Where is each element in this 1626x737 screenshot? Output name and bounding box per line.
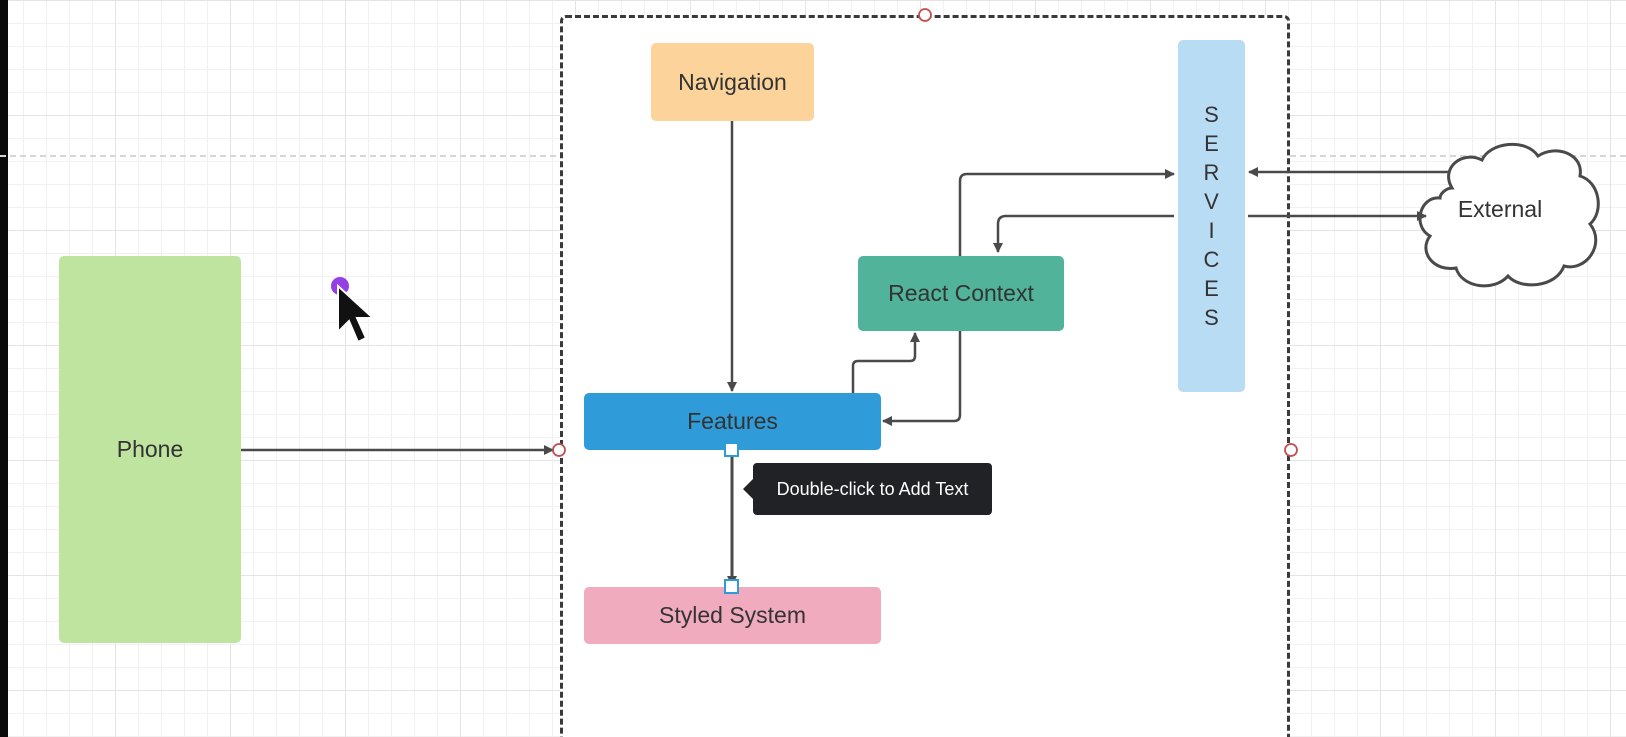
react-context-node[interactable]: React Context — [858, 256, 1064, 331]
features-node[interactable]: Features — [584, 393, 881, 450]
navigation-label: Navigation — [678, 68, 787, 95]
services-letter: S — [1204, 102, 1219, 127]
add-text-tooltip: Double-click to Add Text — [743, 463, 992, 515]
services-letter: E — [1204, 276, 1219, 301]
phone-label: Phone — [116, 436, 184, 462]
external-label: External — [1457, 196, 1543, 222]
navigation-node[interactable]: Navigation — [651, 43, 814, 121]
styled-system-node[interactable]: Styled System — [584, 587, 881, 644]
services-node[interactable]: S E R V I C E S — [1178, 40, 1245, 392]
tooltip-text: Double-click to Add Text — [776, 478, 969, 499]
phone-node[interactable]: Phone — [59, 256, 241, 643]
services-letter: V — [1204, 189, 1219, 214]
services-letter: S — [1204, 305, 1219, 330]
services-letter: E — [1204, 131, 1219, 156]
services-letter: R — [1203, 160, 1220, 185]
features-label: Features — [687, 408, 778, 434]
window-edge — [0, 0, 8, 737]
styled-system-label: Styled System — [659, 602, 806, 628]
react-context-label: React Context — [888, 280, 1034, 306]
services-letter: I — [1208, 218, 1215, 243]
mouse-pointer-icon — [331, 277, 376, 344]
services-letter: C — [1203, 247, 1220, 272]
